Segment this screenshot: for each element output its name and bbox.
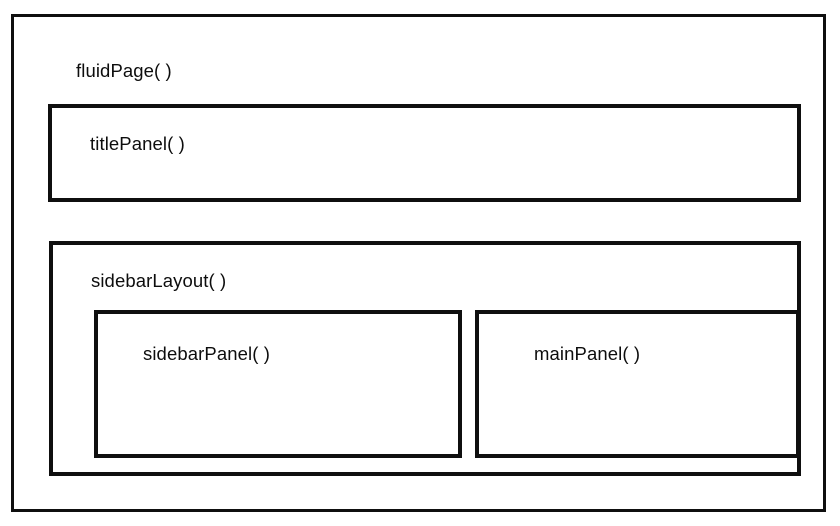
node-label-sidebar-layout: sidebarLayout( ) [91, 270, 227, 291]
node-label-title-panel: titlePanel( ) [90, 133, 185, 154]
node-label-fluid-page: fluidPage( ) [76, 60, 172, 81]
node-sidebar-layout: sidebarLayout( ) sidebarPanel( ) mainPan… [49, 241, 801, 476]
node-label-main-panel: mainPanel( ) [534, 343, 641, 364]
node-title-panel: titlePanel( ) [48, 104, 801, 202]
node-fluid-page: fluidPage( ) titlePanel( ) sidebarLayout… [11, 14, 826, 512]
node-label-sidebar-panel: sidebarPanel( ) [143, 343, 270, 364]
node-sidebar-panel: sidebarPanel( ) [94, 310, 462, 458]
node-main-panel: mainPanel( ) [475, 310, 800, 458]
